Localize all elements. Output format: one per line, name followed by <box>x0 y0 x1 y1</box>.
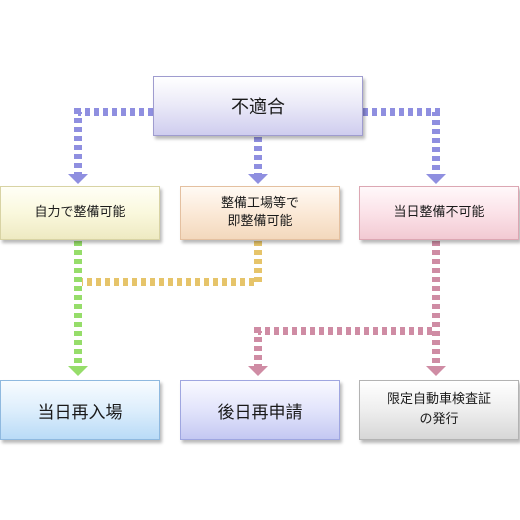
node-same-day-reentry-label: 当日再入場 <box>37 402 123 423</box>
connector-top-to-same-day-impossible <box>363 108 440 174</box>
arrowhead-certificate <box>426 366 446 376</box>
node-shop-repair-label: 整備工場等で 即整備可能 <box>220 196 299 229</box>
node-nonconformity: 不適合 <box>153 76 363 136</box>
connector-shop-repair-to-join <box>82 241 262 286</box>
node-self-repair-label: 自力で整備可能 <box>34 205 126 220</box>
arrowhead-same-day-impossible <box>426 174 446 184</box>
connector-top-to-self-repair <box>74 108 153 174</box>
node-shop-repair: 整備工場等で 即整備可能 <box>180 186 340 240</box>
node-self-repair: 自力で整備可能 <box>0 186 160 240</box>
arrowhead-shop-repair <box>248 174 268 184</box>
node-same-day-reentry: 当日再入場 <box>0 380 160 440</box>
node-same-day-impossible: 当日整備不可能 <box>359 186 519 240</box>
node-limited-certificate: 限定自動車検査証 の発行 <box>359 380 519 440</box>
node-nonconformity-label: 不適合 <box>231 97 285 118</box>
node-limited-certificate-label: 限定自動車検査証 の発行 <box>386 392 491 427</box>
arrowhead-reapply <box>248 366 268 376</box>
arrowhead-reentry <box>68 366 88 376</box>
arrowhead-self-repair <box>68 174 88 184</box>
connector-impossible-to-reapply <box>254 327 432 366</box>
node-later-reapply-label: 後日再申請 <box>217 402 303 423</box>
node-later-reapply: 後日再申請 <box>180 380 340 440</box>
node-same-day-impossible-label: 当日整備不可能 <box>393 205 485 220</box>
